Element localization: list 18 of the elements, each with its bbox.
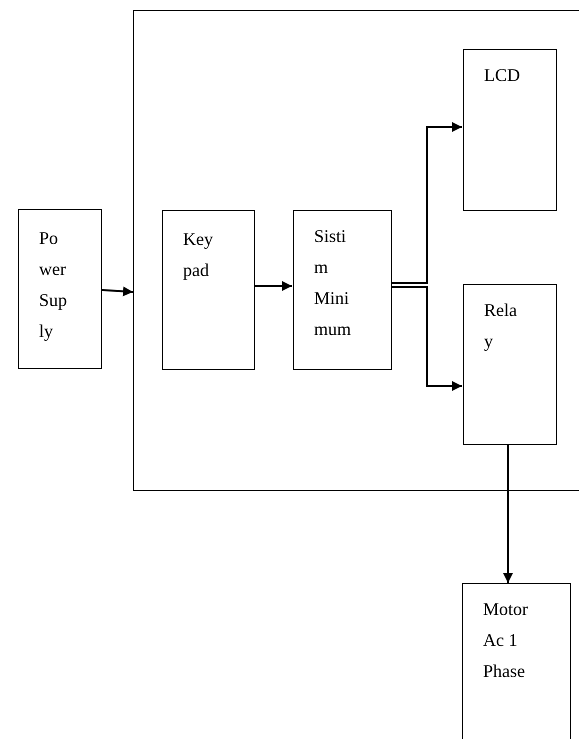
block-box [162, 210, 255, 370]
block-label: Key pad [183, 228, 214, 282]
block-box [463, 284, 557, 445]
block-box [463, 49, 557, 211]
block-box [293, 210, 392, 370]
block-box [462, 583, 571, 739]
arrow [102, 286, 134, 296]
arrow [391, 122, 462, 284]
system-boundary-box [133, 10, 579, 491]
block-label: Po wer Sup ly [39, 227, 68, 343]
block-label: Sisti m Mini mum [314, 225, 352, 341]
block-label: LCD [484, 64, 521, 87]
arrow [391, 286, 462, 391]
arrow [503, 444, 513, 583]
arrow [254, 281, 292, 291]
block-label: Rela y [484, 299, 518, 353]
block-box [18, 209, 102, 369]
block-label: Motor Ac 1 Phase [483, 598, 529, 683]
